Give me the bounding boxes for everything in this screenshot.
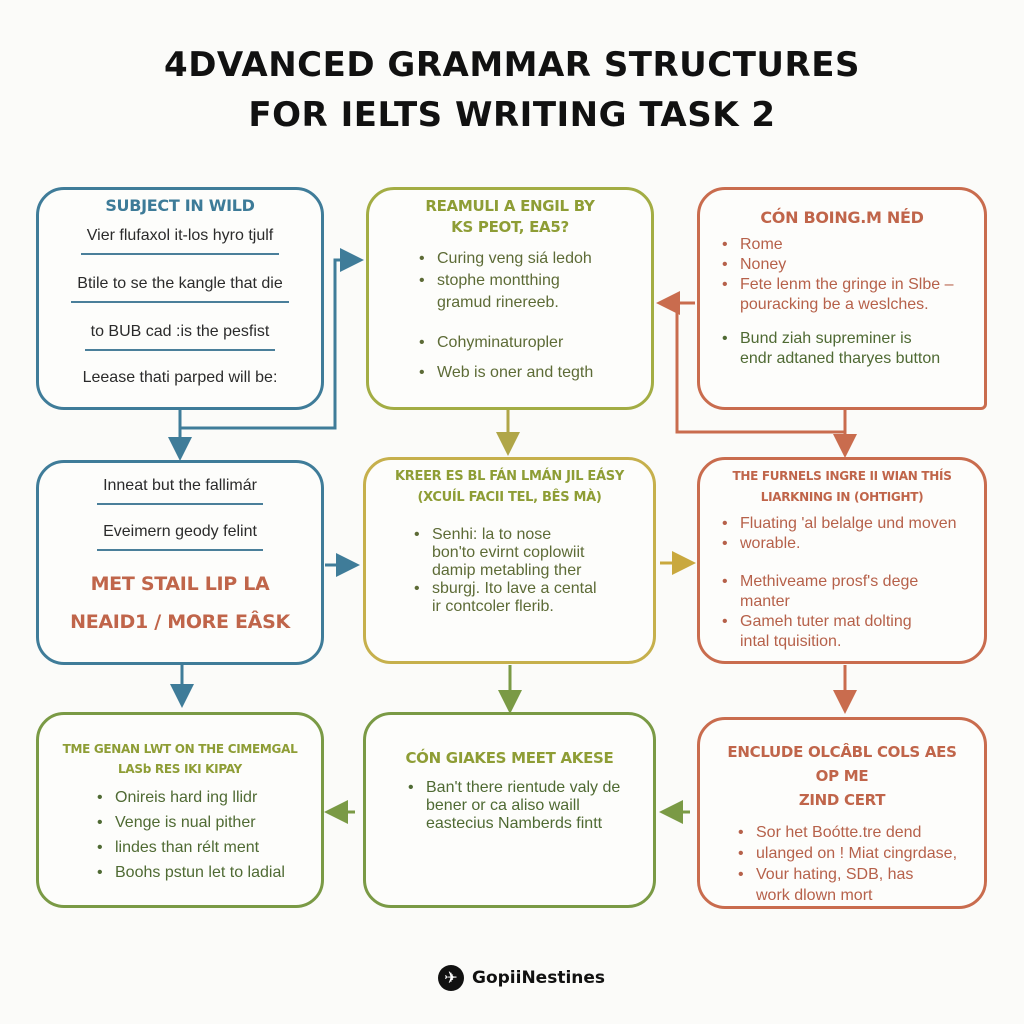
box-heading: CÓN BOING.M NÉD [760, 208, 924, 227]
list-item: Vour hating, SDB, has work dlown mort [732, 864, 968, 906]
emphasis-line: NEAID1 / MORE EÂSK [70, 611, 290, 633]
list-item: Bund ziah supreminer is endr adtaned tha… [716, 329, 968, 369]
list-item: Ban't there rientude valy de bener or ca… [402, 779, 637, 833]
box-r2c2: KREER ES BL FÁN LMÁN JIL EÁSY (XCUÍL FAC… [363, 457, 656, 664]
list-item: Curing veng siá ledoh [413, 248, 635, 270]
list-item: Gameh tuter mat dolting intal tquisition… [716, 612, 968, 652]
box-r3c1: TME GENAN LWT ON THE CIMEMGAL LASb RES I… [36, 712, 324, 908]
list-item: sburgj. Ito lave a cental ir contcoler f… [408, 580, 637, 616]
box-r2c3: THE FURNELS INGRE II WIAN THÍS LIARKNING… [697, 457, 987, 664]
box-heading: REAMULI A ENGIL BY KS PEOT, EA5? [425, 197, 595, 236]
bullet-list: Ban't there rientude valy de bener or ca… [382, 779, 637, 833]
underlined-line: to BUB cad :is the pesfist [55, 321, 305, 351]
list-item: Senhi: la to nose bon'to evirnt coplowii… [408, 526, 637, 580]
emphasis-line: MET STAIL LIP LA [90, 573, 270, 595]
underlined-line: Vier flufaxol it-los hyro tjulf [55, 225, 305, 255]
box-r1c2: REAMULI A ENGIL BY KS PEOT, EA5? Curing … [366, 187, 654, 410]
list-item: Venge is nual pither [91, 810, 305, 835]
bullet-list: Fluating 'al belalge und moven worable. … [716, 514, 968, 652]
list-item: Cohyminaturopler [413, 332, 635, 354]
plain-line: Leease thati parped will be: [82, 369, 278, 386]
list-item: Web is oner and tegth [413, 362, 635, 384]
list-item: lindes than rélt ment [91, 835, 305, 860]
box-heading: KREER ES BL FÁN LMÁN JIL EÁSY (XCUÍL FAC… [395, 469, 624, 505]
airplane-icon: ✈ [438, 965, 464, 991]
underlined-line: Btile to se the kangle that die [55, 273, 305, 303]
list-item: worable. [716, 534, 968, 554]
list-item: Boohs pstun let to ladial [91, 860, 305, 885]
list-item: Methiveame prosf's dege manter [716, 572, 968, 612]
box-r1c3: CÓN BOING.M NÉD Rome Noney Fete lenm the… [697, 187, 987, 410]
list-item: Sor het Boótte.tre dend [732, 822, 968, 843]
page-title: 4DVANCED GRAMMAR STRUCTURES FOR IELTS WR… [0, 40, 1024, 140]
underlined-line: Eveimern geody felint [55, 521, 305, 551]
list-item: stophe montthing gramud rinereeb. [413, 270, 635, 314]
box-heading: THE FURNELS INGRE II WIAN THÍS LIARKNING… [732, 469, 952, 504]
list-item: Rome [716, 235, 968, 255]
list-item: Noney [716, 255, 968, 275]
box-heading: CÓN GIAKES MEET AKESE [405, 749, 614, 767]
list-item: Onireis hard ing llidr [91, 785, 305, 810]
box-heading: SUBJECT IN WILD [105, 196, 255, 215]
box-r2c1: Inneat but the fallimár Eveimern geody f… [36, 460, 324, 665]
underlined-line: Inneat but the fallimár [55, 475, 305, 505]
box-heading: ENCLUDE OLCÂBL COLS AES OP ME ZIND CERT [727, 743, 957, 809]
box-subject-in-wild: SUBJECT IN WILD Vier flufaxol it-los hyr… [36, 187, 324, 410]
title-line-1: 4DVANCED GRAMMAR STRUCTURES [164, 45, 860, 85]
title-line-2: FOR IELTS WRITING TASK 2 [248, 95, 776, 135]
bullet-list: Sor het Boótte.tre dend ulanged on ! Mia… [716, 822, 968, 906]
footer-brand: ✈ GopiiNestines [438, 963, 605, 993]
box-heading: TME GENAN LWT ON THE CIMEMGAL LASb RES I… [62, 742, 298, 776]
bullet-list: Onireis hard ing llidr Venge is nual pit… [55, 785, 305, 885]
box-r3c3: ENCLUDE OLCÂBL COLS AES OP ME ZIND CERT … [697, 717, 987, 909]
brand-name: GopiiNestines [472, 968, 606, 988]
box-r3c2: CÓN GIAKES MEET AKESE Ban't there rientu… [363, 712, 656, 908]
bullet-list: Rome Noney Fete lenm the gringe in Slbe … [716, 235, 968, 369]
list-item: Fluating 'al belalge und moven [716, 514, 968, 534]
list-item: ulanged on ! Miat cingrdase, [732, 843, 968, 864]
bullet-list: Senhi: la to nose bon'to evirnt coplowii… [382, 526, 637, 616]
bullet-list: Curing veng siá ledoh stophe montthing g… [385, 248, 635, 384]
list-item: Fete lenm the gringe in Slbe – pourackin… [716, 275, 968, 315]
